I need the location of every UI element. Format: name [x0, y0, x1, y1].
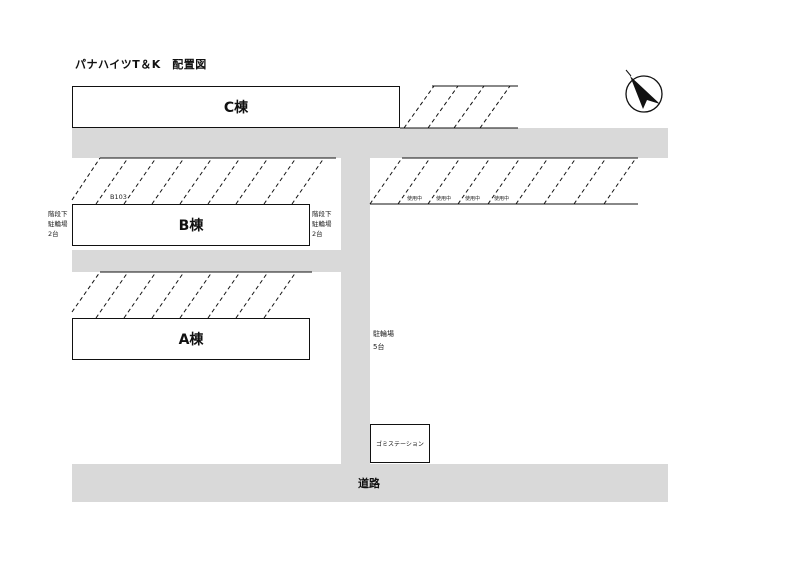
bike-right-line3: 2台: [312, 230, 323, 238]
bike-left-line1: 階段下: [48, 210, 68, 218]
trash-station: ゴミステーション: [370, 424, 430, 463]
building-b: B棟: [72, 204, 310, 246]
bike-parking-right-label: 階段下 駐輪場 2台: [312, 209, 332, 239]
bike-parking-left-label: 階段下 駐輪場 2台: [48, 209, 68, 239]
in-use-label-2: 使用中: [436, 196, 452, 202]
parking-right: [369, 157, 638, 205]
unit-label-b103: B103: [110, 193, 127, 201]
building-c: C棟: [72, 86, 400, 128]
page-title: パナハイツT＆K 配置図: [75, 58, 207, 71]
road-network: [72, 128, 668, 502]
road-label: 道路: [358, 477, 380, 490]
parking-c: [400, 85, 518, 129]
building-a: A棟: [72, 318, 310, 360]
bike-parking-center-label: 駐輪場 5台: [373, 328, 394, 354]
main-road: [72, 464, 668, 502]
in-use-label-1: 使用中: [407, 196, 423, 202]
parking-a: [71, 271, 312, 319]
bike-left-line3: 2台: [48, 230, 59, 238]
middle-aisle: [72, 250, 370, 272]
in-use-label-4: 使用中: [494, 196, 510, 202]
north-arrow-icon: [625, 69, 663, 113]
bike-left-line2: 駐輪場: [48, 220, 68, 228]
upper-aisle: [72, 128, 668, 158]
in-use-label-3: 使用中: [465, 196, 481, 202]
bike-right-line2: 駐輪場: [312, 220, 332, 228]
bike-right-line1: 階段下: [312, 210, 332, 218]
bike-center-line2: 5台: [373, 343, 385, 351]
parking-b-upper: [71, 157, 336, 205]
center-drive: [341, 158, 370, 464]
bike-center-line1: 駐輪場: [373, 330, 394, 338]
